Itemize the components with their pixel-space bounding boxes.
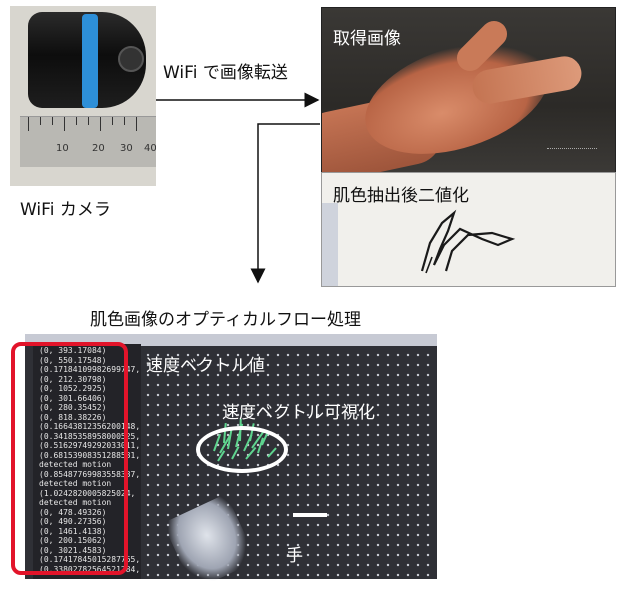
log-line: (0, 478.49326) — [39, 507, 107, 517]
log-line: (0.68153908351288531, — [39, 450, 141, 460]
wifi-transfer-label: WiFi で画像転送 — [163, 63, 288, 83]
process-arrow — [250, 123, 320, 284]
velocity-visual-highlight — [196, 426, 288, 473]
velocity-visual-label: 速度ベクトル可視化 — [222, 403, 375, 423]
log-line: detected motion — [39, 460, 112, 469]
motion-mark — [293, 513, 327, 517]
log-line: (0, 200.15062) — [39, 536, 107, 545]
camera-label: WiFi カメラ — [20, 200, 111, 220]
window-edge — [322, 203, 338, 286]
log-line: (0, 212.30798) — [39, 374, 107, 384]
log-line: (0, 490.27356) — [39, 517, 107, 526]
log-line: (0, 818.38226) — [39, 412, 107, 422]
binarized-image — [321, 172, 616, 287]
captured-image-label: 取得画像 — [333, 29, 401, 49]
log-line: (0, 280.35452) — [39, 403, 107, 412]
log-line: (1.0242820005825024, — [39, 488, 136, 498]
ruler-number: 20 — [92, 143, 105, 154]
log-line: (0.33802782564521284, — [39, 564, 141, 574]
binarized-hand-contour — [420, 209, 516, 274]
ruler-number: 10 — [56, 143, 69, 154]
log-line: detected motion — [39, 479, 112, 488]
log-line: (0.17184109982699747, — [39, 365, 141, 374]
log-line: (0.51629749292033011, — [39, 441, 141, 450]
log-line: (0.17417845015287765, — [39, 555, 141, 564]
hand-label: 手 — [286, 546, 303, 566]
camera-blue-band — [82, 14, 98, 108]
optical-flow-title: 肌色画像のオプティカルフロー処理 — [90, 310, 361, 330]
window-titlebar — [25, 334, 437, 346]
wifi-camera-photo: 10 20 30 40 — [10, 6, 156, 186]
log-line: (0.85487769983558337, — [39, 469, 141, 479]
log-line: (0.34185358958000525, — [39, 431, 141, 441]
log-line: (0, 301.66406) — [39, 393, 107, 403]
ruler-number: 40 — [144, 143, 156, 154]
log-line: (0, 550.17548) — [39, 355, 107, 365]
velocity-log-panel — [33, 344, 141, 579]
velocity-value-label: 速度ベクトル値 — [146, 356, 265, 376]
binarized-label: 肌色抽出後二値化 — [333, 186, 469, 206]
log-line: (0, 393.17084) — [39, 346, 107, 355]
log-line: (0, 1052.2925) — [39, 384, 107, 393]
ruler-number: 30 — [120, 143, 133, 154]
camera-lens — [118, 46, 144, 72]
log-line: (0.16643812356200148, — [39, 422, 141, 431]
ruler: 10 20 30 40 — [20, 116, 156, 167]
screen-detail — [547, 148, 597, 157]
log-line: detected motion — [39, 498, 112, 507]
log-line: (0, 1461.4138) — [39, 526, 107, 536]
velocity-value-highlight — [11, 342, 128, 575]
log-line: (0, 3021.4583) — [39, 545, 107, 555]
captured-image — [321, 7, 616, 173]
velocity-log: (0, 393.17084) (0, 550.17548) (0.1718410… — [25, 334, 145, 579]
